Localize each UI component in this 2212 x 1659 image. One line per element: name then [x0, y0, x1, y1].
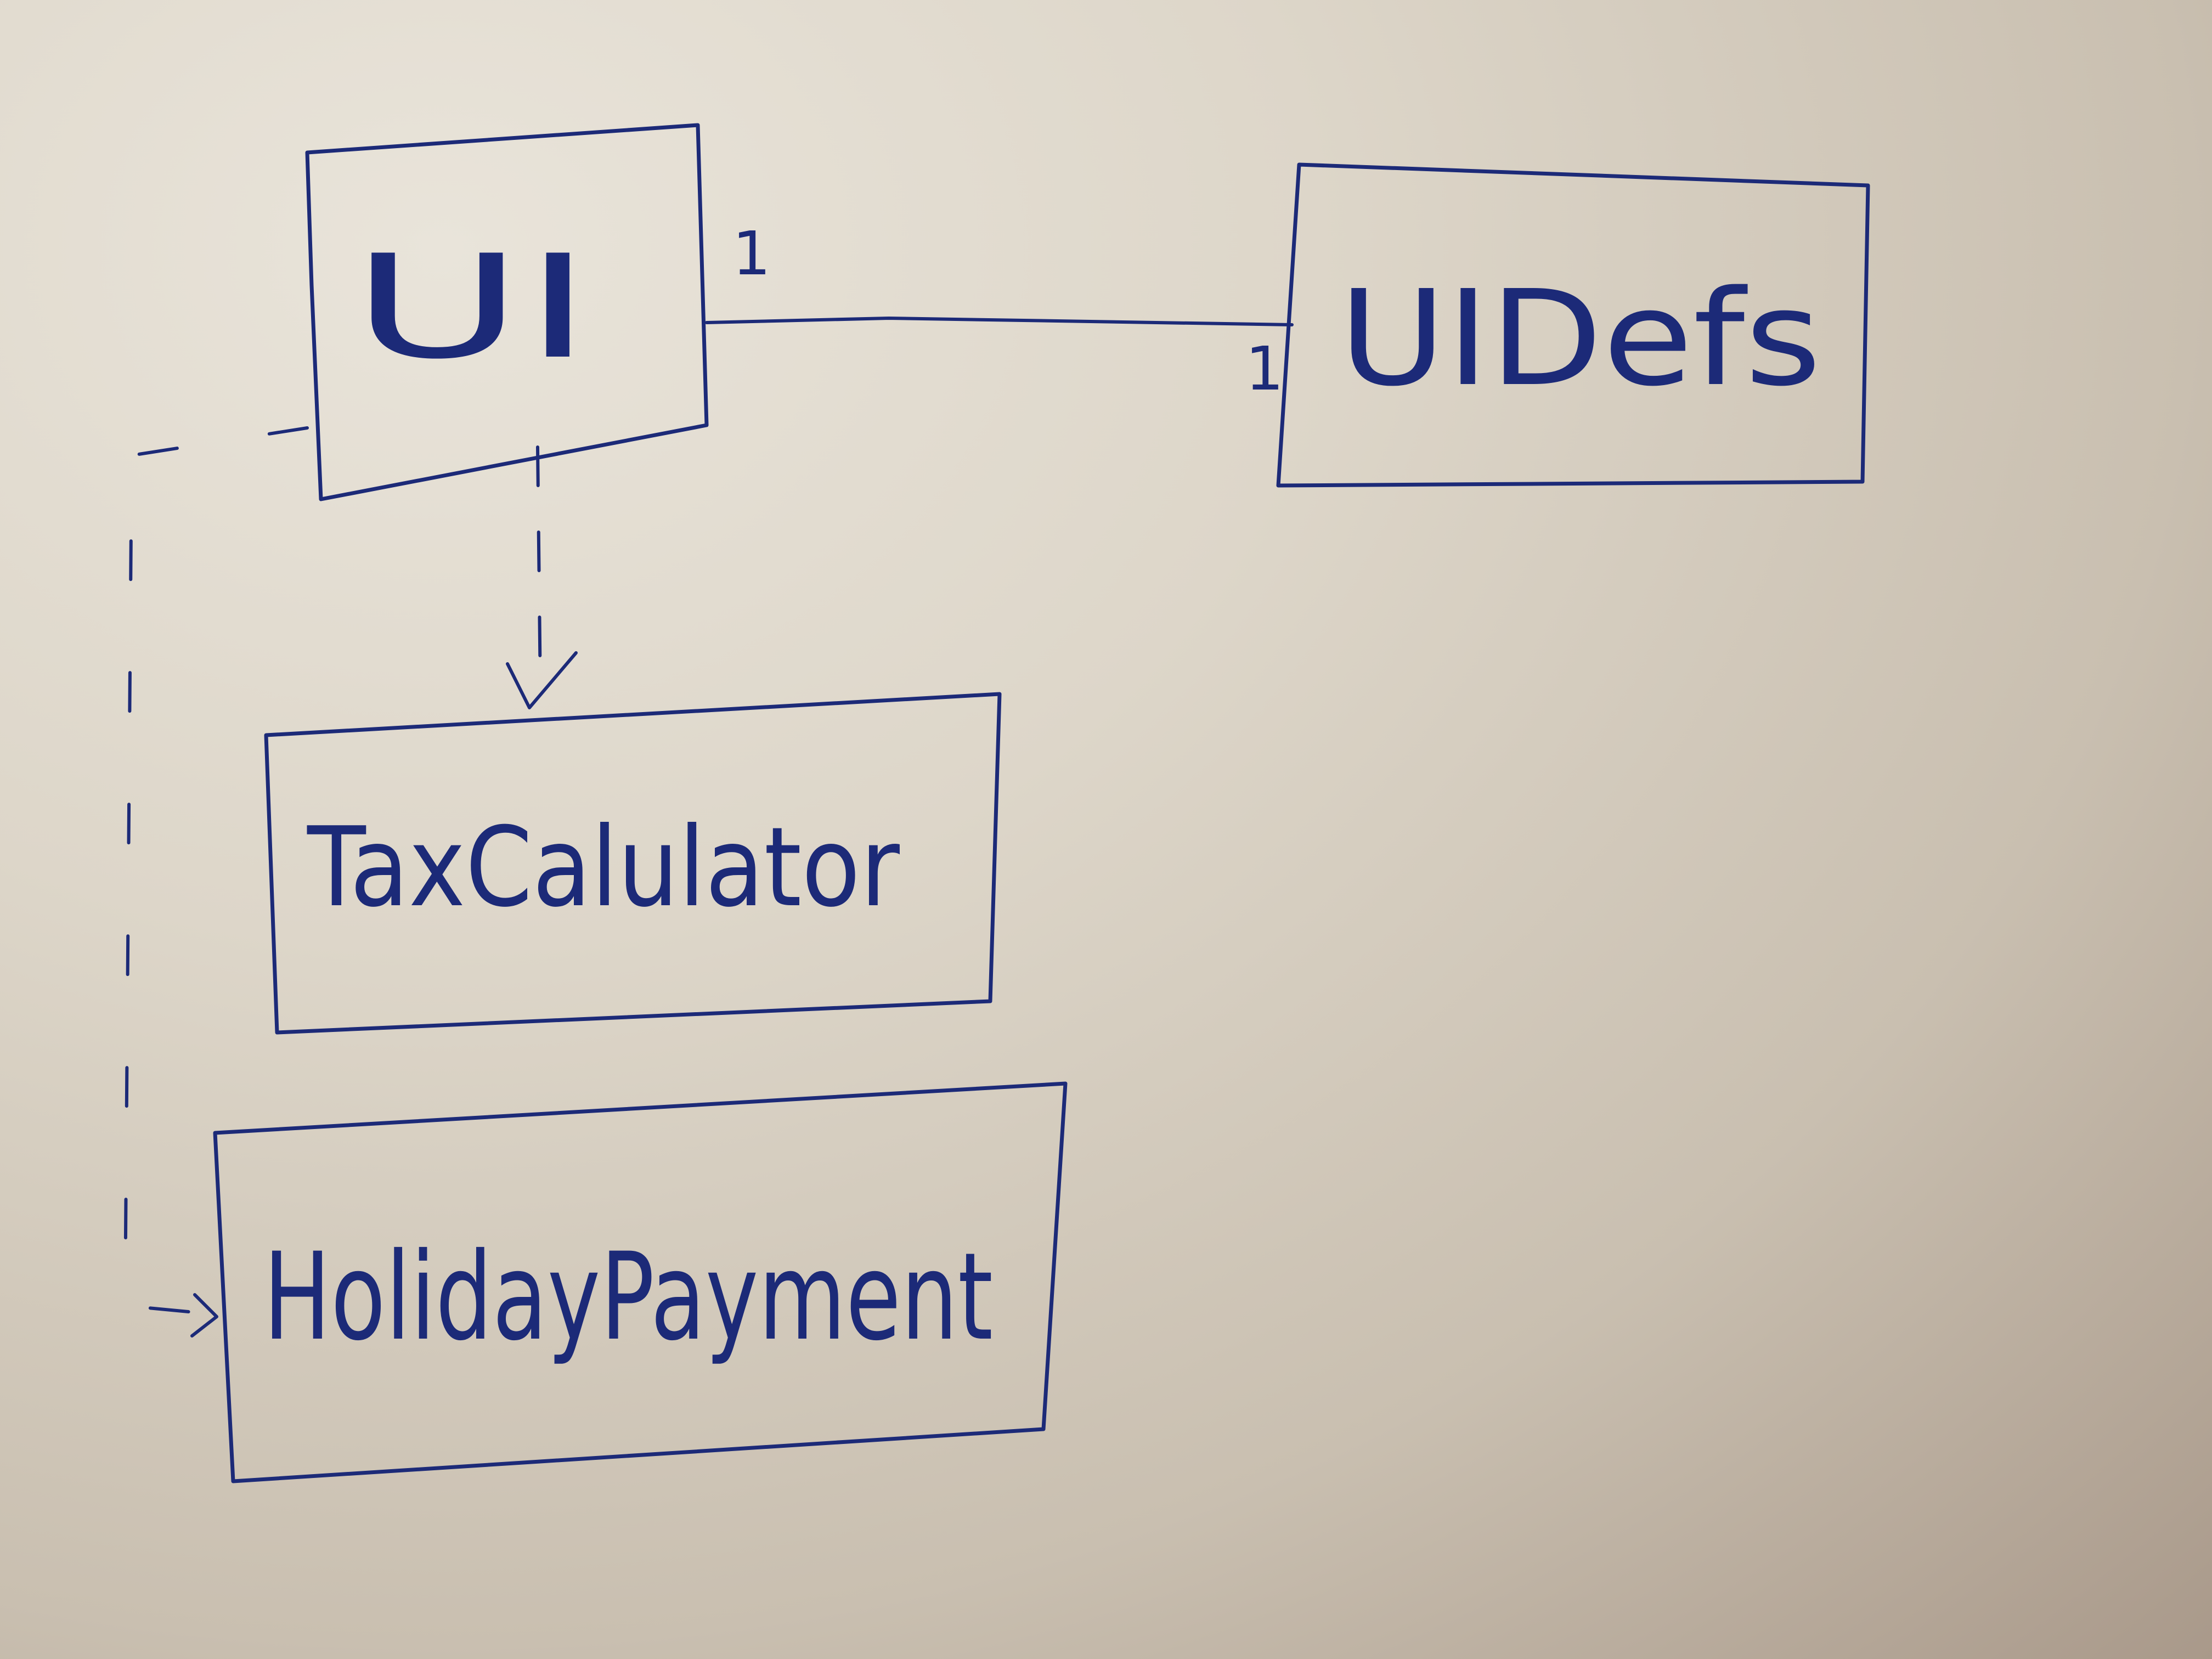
dependency-ui-taxcalculator [506, 445, 578, 709]
class-box-holidaypayment-outline [213, 1081, 1068, 1483]
class-box-ui: UI [305, 123, 709, 501]
arrowhead-holidaypayment [190, 1293, 218, 1338]
class-label-taxcalculator: TaxCalulator [307, 804, 900, 932]
class-box-ui-outline [305, 123, 709, 501]
class-box-taxcalculator: TaxCalulator [264, 692, 1002, 1035]
association-line [705, 317, 1294, 326]
class-box-taxcalculator-outline [264, 692, 1002, 1035]
dependency-ui-holidaypayment [123, 426, 309, 1338]
association-ui-uidefs: 1 1 [705, 218, 1294, 404]
dependency-line-holidaypayment [123, 426, 309, 1316]
arrowhead-taxcalculator [506, 651, 578, 709]
class-box-uidefs-outline [1276, 162, 1870, 488]
class-box-holidaypayment: HolidayPayment [213, 1081, 1068, 1483]
dependency-line-taxcalculator [536, 445, 542, 693]
class-label-ui: UI [351, 225, 592, 391]
class-label-holidaypayment: HolidayPayment [263, 1227, 993, 1367]
multiplicity-uidefs: 1 [1245, 334, 1284, 404]
class-box-uidefs: UIDefs [1276, 162, 1870, 488]
class-label-uidefs: UIDefs [1339, 262, 1821, 415]
multiplicity-ui: 1 [732, 218, 771, 289]
